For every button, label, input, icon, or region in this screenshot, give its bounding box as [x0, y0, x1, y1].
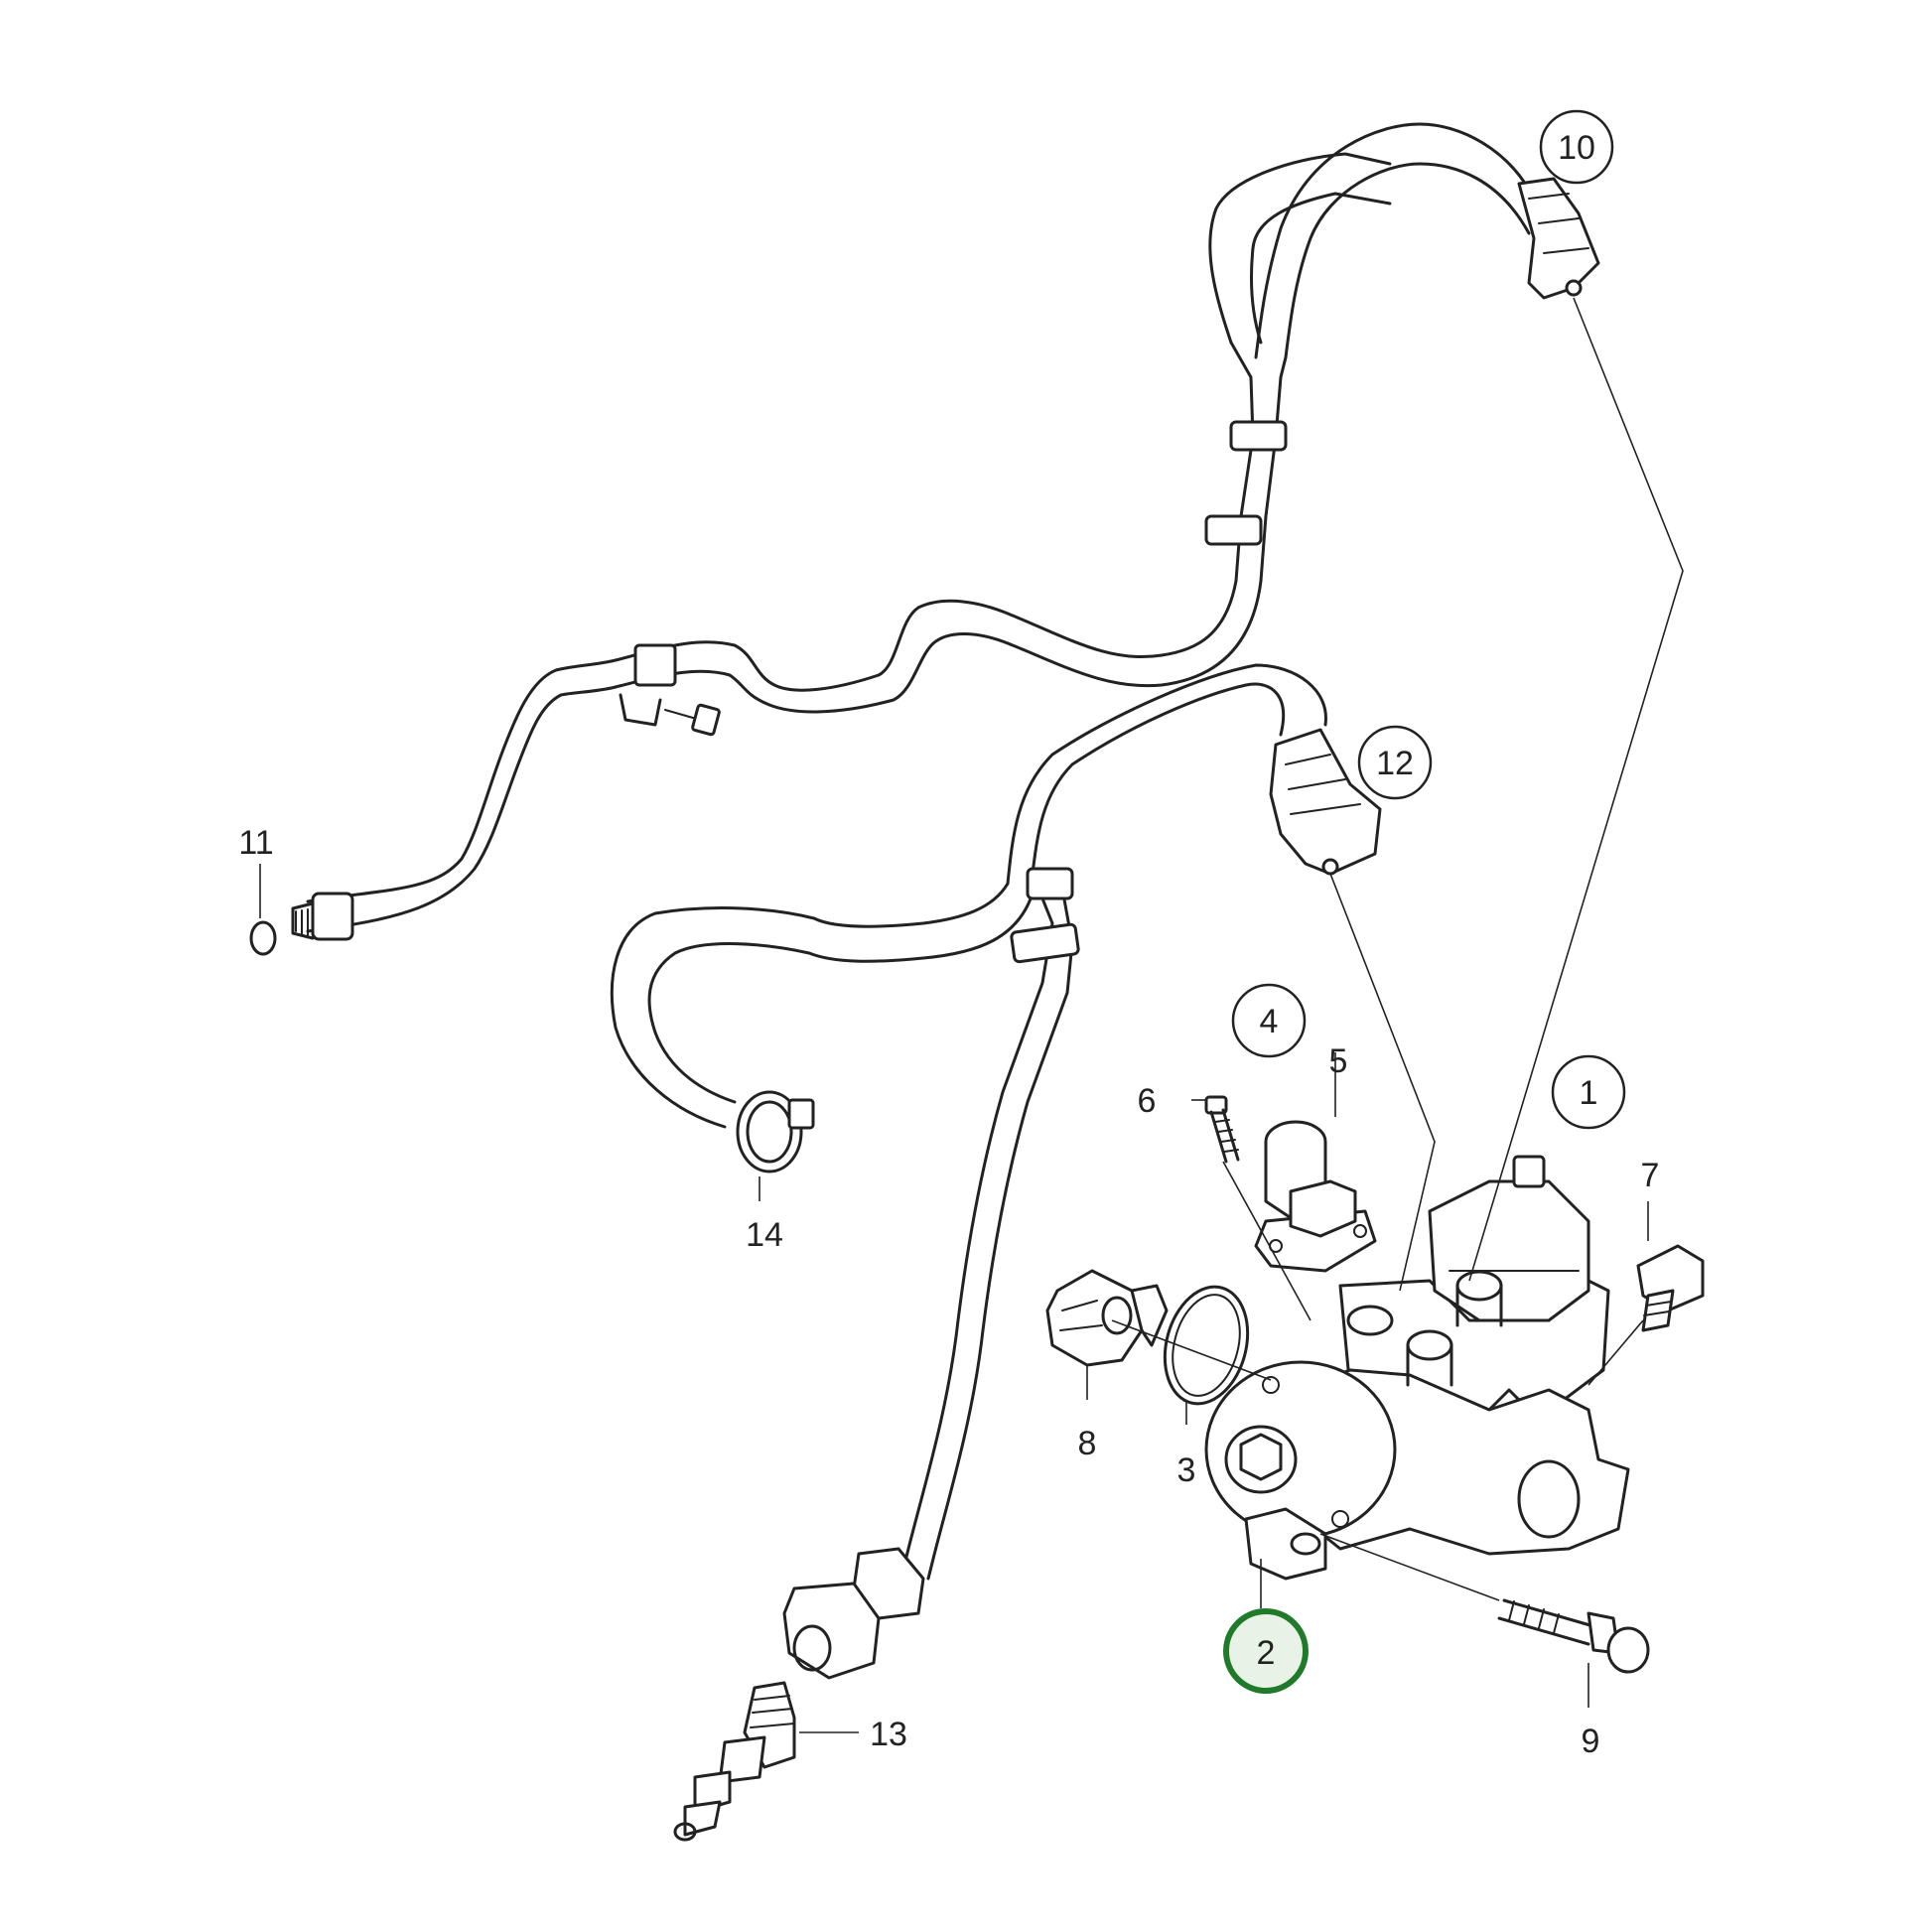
quick-connector-top: [1517, 177, 1600, 300]
callout-9[interactable]: 9: [1582, 1723, 1600, 1760]
svg-text:10: 10: [1558, 129, 1595, 167]
temperature-sensor: [1636, 1244, 1705, 1332]
callout-5[interactable]: 5: [1329, 1042, 1348, 1080]
plug-cap: [1045, 1269, 1169, 1367]
callout-14[interactable]: 14: [746, 1216, 783, 1254]
high-pressure-pump: [1204, 1155, 1630, 1581]
callout-12[interactable]: 12: [1357, 725, 1433, 800]
lower-fuel-line: [610, 663, 1327, 1842]
callout-10[interactable]: 10: [1539, 109, 1614, 185]
callout-1[interactable]: 1: [1551, 1054, 1626, 1130]
svg-text:2: 2: [1257, 1634, 1276, 1672]
upper-fuel-line: [249, 122, 1536, 956]
callout-8[interactable]: 8: [1078, 1425, 1097, 1462]
control-valve: [1254, 1120, 1377, 1273]
callouts: 10 12 4 1 2 5 6 7 8 3 9 11 13 14: [238, 109, 1660, 1760]
svg-text:12: 12: [1376, 745, 1414, 782]
leader-lines: [259, 297, 1684, 1733]
quick-connector-mid: [1269, 728, 1382, 876]
callout-11[interactable]: 11: [238, 824, 273, 862]
callout-3[interactable]: 3: [1177, 1451, 1196, 1489]
callout-2-highlighted[interactable]: 2: [1223, 1608, 1309, 1694]
callout-6[interactable]: 6: [1138, 1082, 1157, 1120]
callout-13[interactable]: 13: [870, 1716, 907, 1753]
o-ring: [1163, 1285, 1250, 1406]
screw-small: [1204, 1095, 1240, 1164]
callout-4[interactable]: 4: [1231, 983, 1307, 1058]
svg-text:4: 4: [1260, 1003, 1279, 1040]
mounting-bolt: [1497, 1598, 1650, 1674]
callout-7[interactable]: 7: [1641, 1157, 1660, 1194]
svg-text:1: 1: [1580, 1074, 1598, 1112]
